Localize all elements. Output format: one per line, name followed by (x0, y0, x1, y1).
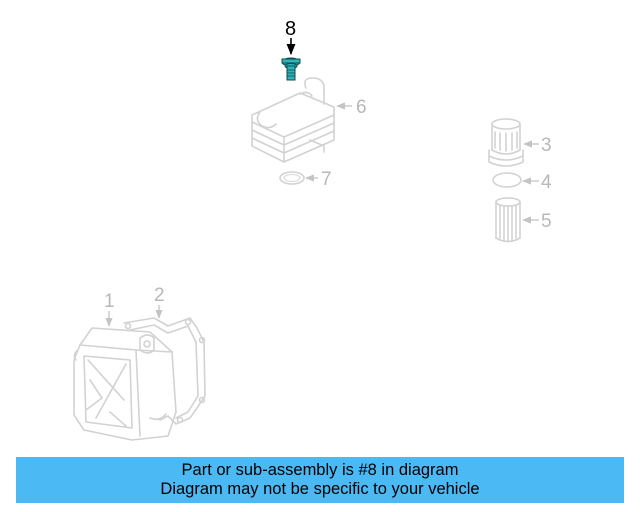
part-3-filter-cap[interactable]: 3 (488, 118, 552, 167)
info-banner: Part or sub-assembly is #8 in diagram Di… (16, 457, 624, 503)
banner-line-1: Part or sub-assembly is #8 in diagram (181, 461, 459, 479)
callout-3: 3 (541, 135, 552, 156)
part-1-oil-pan[interactable]: 1 (73, 291, 177, 441)
callout-1: 1 (104, 291, 115, 312)
part-5-filter-element[interactable]: 5 (495, 197, 552, 243)
callout-8: 8 (285, 18, 296, 40)
bolt-icon (281, 57, 301, 81)
banner-line-2: Diagram may not be specific to your vehi… (160, 480, 480, 498)
part-7-seal-ring[interactable]: 7 (279, 169, 332, 190)
callout-2: 2 (154, 285, 165, 306)
callout-7: 7 (321, 169, 332, 190)
part-6-oil-cooler[interactable]: 6 (251, 77, 367, 163)
part-4-o-ring[interactable]: 4 (492, 172, 552, 193)
callout-6: 6 (356, 97, 367, 118)
callout-5: 5 (541, 211, 552, 232)
part-2-gasket[interactable]: 2 (123, 285, 206, 425)
part-8-bolt[interactable]: 8 (281, 18, 301, 81)
callout-4: 4 (541, 172, 552, 193)
